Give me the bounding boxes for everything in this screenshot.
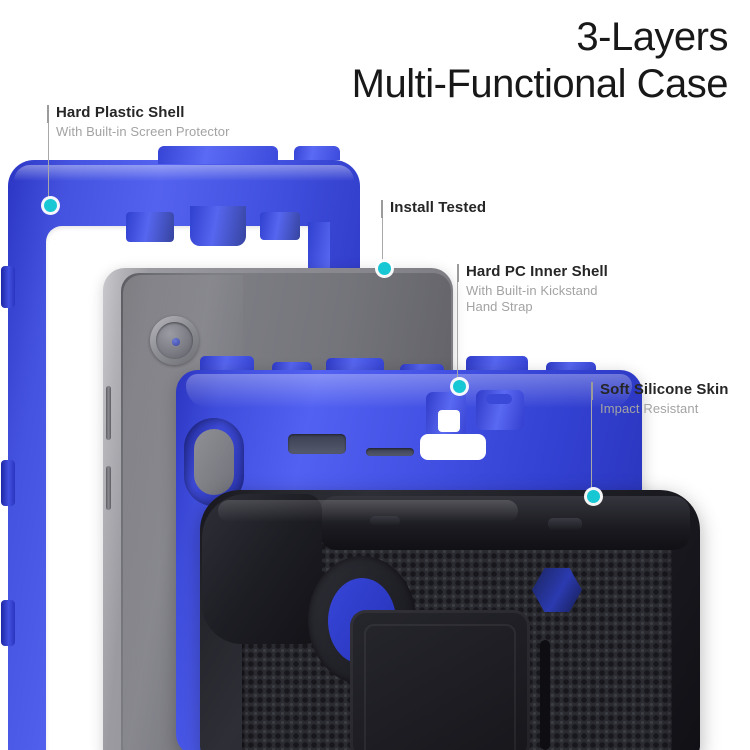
callout-dot-install-tested[interactable] — [378, 262, 391, 275]
power-button — [106, 466, 111, 510]
silicone-button-cover — [370, 516, 400, 526]
callout-subtitle: With Built-in Kickstand — [466, 282, 598, 298]
callout-accent-bar — [591, 382, 593, 400]
callout-accent-bar — [457, 264, 459, 282]
callout-heading: Hard Plastic Shell — [56, 104, 185, 121]
callout-dot-soft-silicone-skin[interactable] — [587, 490, 600, 503]
inner-shell-slot-b — [366, 448, 414, 456]
silicone-back-plate — [350, 610, 530, 750]
outer-shell-top-highlight — [14, 165, 354, 181]
callout-heading: Hard PC Inner Shell — [466, 263, 608, 280]
callout-subtitle-2: Hand Strap — [466, 299, 533, 315]
leader-line-hard-pc-inner-shell — [457, 279, 459, 381]
outer-shell-tab-center — [190, 206, 246, 246]
callout-hard-plastic-shell: Hard Plastic Shell With Built-in Screen … — [47, 104, 230, 140]
callout-accent-bar — [47, 105, 49, 123]
hand-strap-slot — [540, 640, 550, 750]
outer-shell-side-nub-c — [1, 600, 15, 646]
outer-shell-top-notch-b — [294, 146, 340, 160]
volume-button — [106, 386, 111, 440]
callout-dot-hard-plastic-shell[interactable] — [44, 199, 57, 212]
callout-install-tested: Install Tested — [381, 199, 487, 218]
silicone-corner-bumper — [202, 494, 322, 644]
callout-hard-pc-inner-shell: Hard PC Inner Shell With Built-in Kickst… — [457, 263, 608, 316]
inner-shell-cutout-b — [420, 434, 486, 460]
callout-heading: Install Tested — [390, 199, 487, 216]
inner-shell-highlight — [186, 374, 632, 408]
callout-dot-hard-pc-inner-shell[interactable] — [453, 380, 466, 393]
leader-line-hard-plastic-shell — [48, 120, 50, 200]
silicone-highlight — [218, 500, 518, 522]
callout-subtitle: With Built-in Screen Protector — [56, 123, 230, 139]
page-title: 3-Layers Multi-Functional Case — [351, 14, 729, 108]
inner-shell-slot-a — [288, 434, 346, 454]
outer-shell-side-nub-b — [1, 460, 15, 506]
inner-shell-cutout-c — [486, 394, 512, 404]
camera-lens — [172, 338, 180, 346]
title-line-1: 3-Layers — [576, 15, 728, 59]
title-line-2: Multi-Functional Case — [351, 62, 729, 107]
callout-accent-bar — [381, 200, 383, 218]
leader-line-soft-silicone-skin — [591, 397, 593, 491]
soft-silicone-skin-layer — [200, 490, 700, 750]
callout-soft-silicone-skin: Soft Silicone Skin Impact Resistant — [591, 381, 729, 417]
leader-line-install-tested — [382, 215, 384, 263]
callout-heading: Soft Silicone Skin — [600, 381, 729, 398]
outer-shell-tab-right — [260, 212, 300, 240]
callout-subtitle: Impact Resistant — [600, 400, 699, 416]
outer-shell-side-nub-a — [1, 266, 15, 308]
outer-shell-tab-left — [126, 212, 174, 242]
inner-shell-camera-cutout — [184, 418, 244, 506]
inner-shell-cutout-a — [438, 410, 460, 432]
silicone-button-cover-b — [548, 518, 582, 530]
outer-shell-top-notch-a — [158, 146, 278, 164]
